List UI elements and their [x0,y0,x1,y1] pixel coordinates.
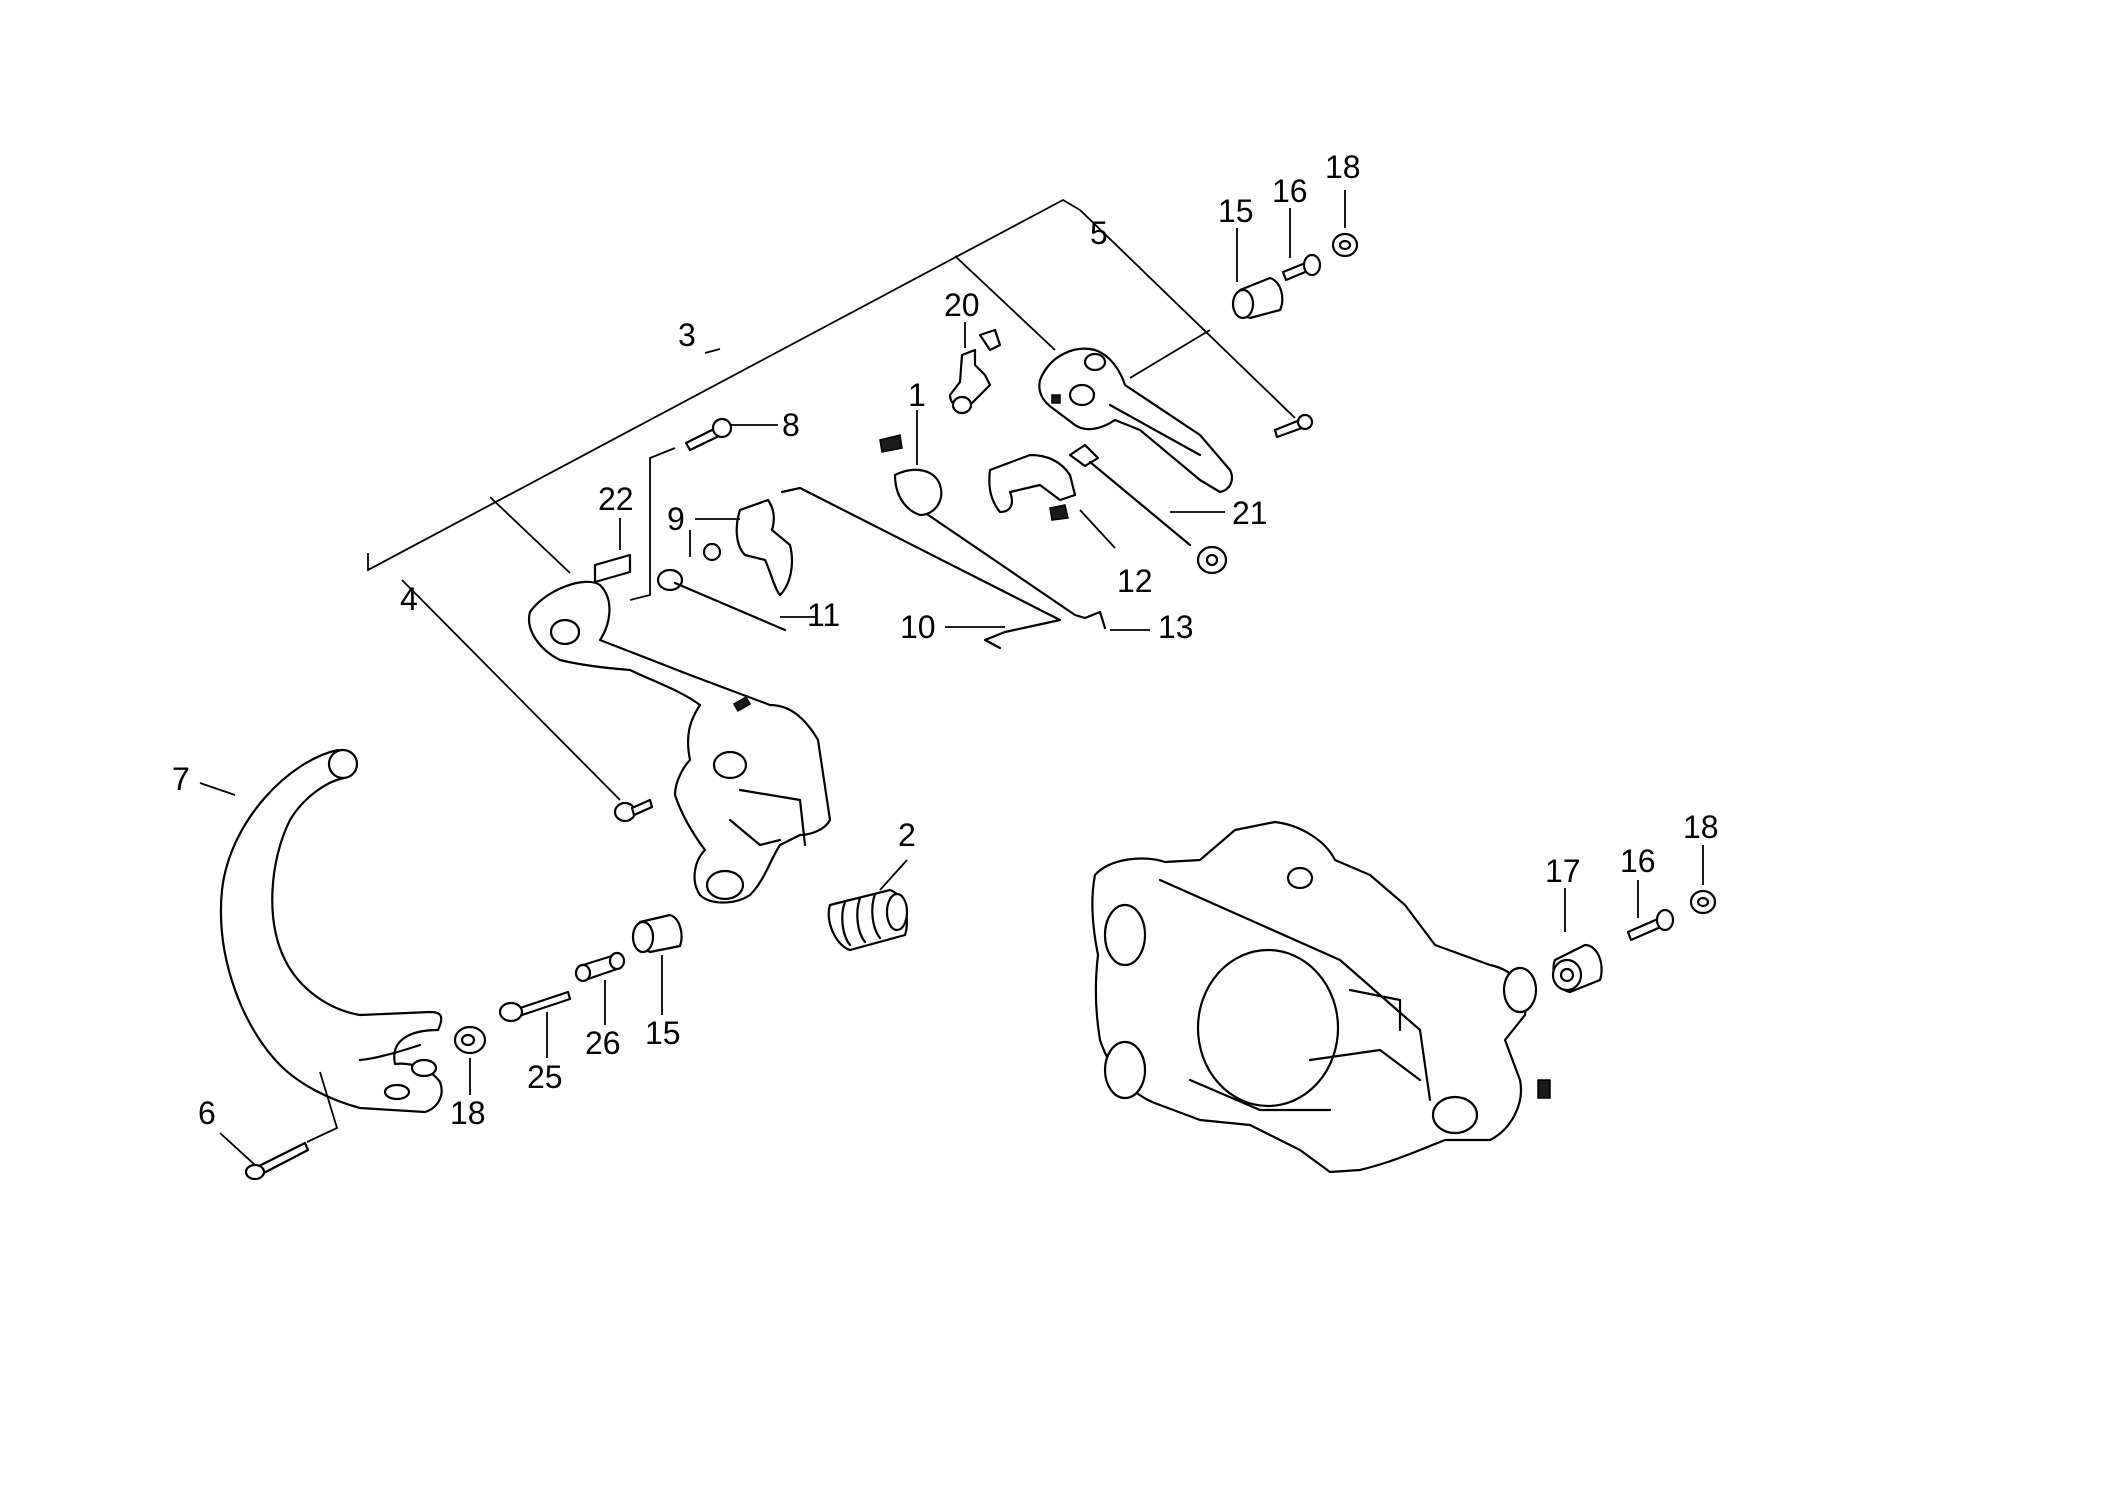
bolt-16-lower [1626,908,1675,942]
rear-cover-5 [1038,347,1234,494]
washer-18-upper [1331,232,1359,258]
assembly-bracket-lines [367,198,1296,801]
lever-9 [702,498,794,597]
clutch-cover [1091,820,1551,1174]
bolt-4 [613,798,654,823]
rod-10 [780,486,1062,650]
damper-15-upper [1231,276,1284,320]
bolt-16-upper [1281,253,1322,282]
callout-18-upper: 18 [1325,149,1361,185]
damper-15-lower [631,913,683,954]
callout-9: 9 [667,501,685,537]
callout-22: 22 [598,481,634,517]
callout-18-lower-right: 18 [1683,809,1719,845]
bellows-2 [827,888,909,952]
callout-labels: 1 2 3 4 5 6 7 8 9 10 11 12 13 15 15 16 1… [172,149,1719,1131]
callout-4: 4 [400,581,418,617]
callout-16-lower: 16 [1620,843,1656,879]
collar-26 [574,951,626,983]
callout-16-upper: 16 [1272,173,1308,209]
cable-21 [1068,443,1228,575]
callout-17: 17 [1545,853,1581,889]
callout-20: 20 [944,287,980,323]
washer-18-lower-right [1689,889,1717,915]
callout-13: 13 [1158,609,1194,645]
callout-15-lower: 15 [645,1015,681,1051]
damper-17 [1551,943,1603,994]
washer-18-lower-left [453,1025,487,1055]
switch-20 [948,328,1002,415]
front-handle [219,748,443,1114]
callout-2: 2 [898,817,916,853]
leader-lines [199,190,1704,1166]
callout-18-lower-left: 18 [450,1095,486,1131]
callout-12: 12 [1117,563,1153,599]
callout-3: 3 [678,317,696,353]
callout-1: 1 [908,377,926,413]
callout-25: 25 [527,1059,563,1095]
callout-26: 26 [585,1025,621,1061]
throttle-12 [988,453,1077,521]
callout-8: 8 [782,407,800,443]
handle-housing [527,580,832,904]
callout-5: 5 [1090,215,1108,251]
screw-5 [1273,413,1314,439]
spring-11 [656,568,787,632]
screw-6 [244,1141,310,1181]
trigger-1 [879,434,943,517]
callout-15-upper: 15 [1218,193,1254,229]
callout-21: 21 [1232,495,1268,531]
label-22 [593,553,632,584]
bolt-25 [498,990,572,1023]
screw-8 [684,417,733,452]
callout-11: 11 [807,597,840,633]
callout-6: 6 [198,1095,216,1131]
callout-7: 7 [172,761,190,797]
callout-10: 10 [900,609,936,645]
